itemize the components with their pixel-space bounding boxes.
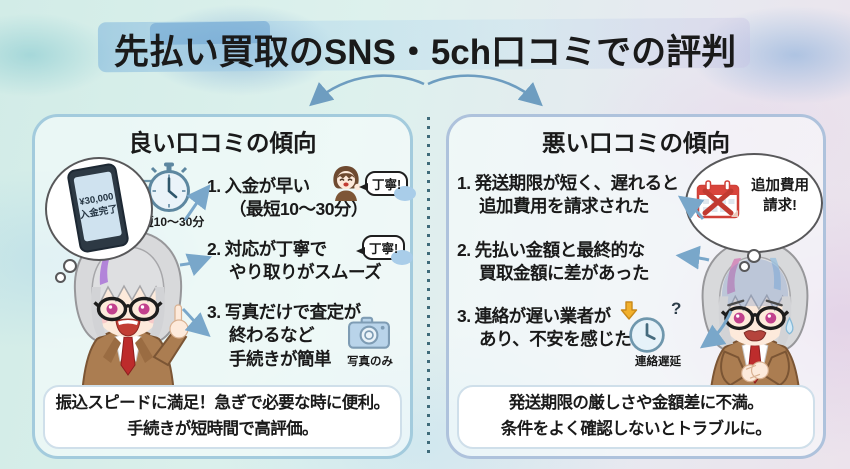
good-summary-line1: 振込スピードに満足！急ぎで必要な時に便利。 <box>55 394 391 413</box>
stopwatch-icon <box>139 162 190 212</box>
thought-dot <box>55 272 66 283</box>
thought-dot <box>739 261 750 272</box>
good-item-3: 3.写真だけで査定が 終わるなど 手続きが簡単 <box>207 301 361 371</box>
arrow-to-right-panel <box>427 74 543 107</box>
polite-badge-2: 丁寧! <box>355 235 414 265</box>
good-reviews-header: 良い口コミの傾向 <box>128 130 317 156</box>
good-item-2: 2.対応が丁寧で やり取りがスムーズ <box>207 238 382 285</box>
camera-icon <box>348 316 390 349</box>
extra-fee-line1: 追加費用 <box>751 178 809 194</box>
delay-clock-icon <box>629 317 665 353</box>
photo-only-caption: 写真のみ <box>347 356 393 368</box>
page-title: 先払い買取のSNS・5ch口コミでの評判 <box>113 33 737 72</box>
bad-item-1-line1: 発送期限が短く、遅れると <box>474 173 680 193</box>
bad-item-2-line1: 先払い金額と最終的な <box>474 240 646 260</box>
good-item-1-line1: 入金が早い <box>224 176 311 196</box>
operator-icon <box>333 166 361 201</box>
good-item-3-num: 3. <box>207 302 221 322</box>
bad-item-3-num: 3. <box>457 306 471 326</box>
phone-thought-bubble: ¥30,000 入金完了 <box>45 157 153 261</box>
bad-item-2: 2.先払い金額と最終的な 買取金額に差があった <box>457 239 650 286</box>
extra-fee-line2: 請求! <box>763 197 797 214</box>
bad-item-1-line2: 追加費用を請求された <box>479 196 649 217</box>
smartphone-icon: ¥30,000 入金完了 <box>66 162 130 254</box>
good-summary-box: 振込スピードに満足！急ぎで必要な時に便利。 手続きが短時間で高評価。 <box>43 385 402 449</box>
dotted-divider <box>427 117 430 455</box>
good-item-3-line1: 写真だけで査定が <box>224 302 362 322</box>
bad-item-2-line2: 買取金額に差があった <box>479 263 650 284</box>
good-reviews-panel: 良い口コミの傾向 ¥30,000 入金完了 最短10～30分 <box>32 114 417 459</box>
good-summary-line2: 手続きが短時間で高評価。 <box>127 420 318 438</box>
bad-item-3-line1: 連絡が遅い業者が <box>474 306 612 326</box>
title-branch-arrows <box>309 74 543 107</box>
good-item-3-line3: 手続きが簡単 <box>229 348 331 369</box>
bad-item-1-num: 1. <box>457 173 471 193</box>
good-item-1-line2: （最短10～30分） <box>229 199 368 220</box>
thought-dot <box>63 259 77 273</box>
bad-item-1: 1.発送期限が短く、遅れると 追加費用を請求された <box>457 172 679 219</box>
arrow-to-left-panel <box>309 74 425 107</box>
down-arrow-icon <box>620 301 638 320</box>
good-item-1-num: 1. <box>207 176 221 196</box>
extra-fee-bubble-text: 追加費用 請求! <box>745 177 815 216</box>
good-item-2-line2: やり取りがスムーズ <box>229 262 382 283</box>
bad-summary-line2: 条件をよく確認しないとトラブルに。 <box>500 420 772 438</box>
good-item-3-line2: 終わるなど <box>229 325 314 346</box>
bad-summary-line1: 発送期限の厳しさや金額差に不満。 <box>508 394 764 413</box>
bad-item-3: 3.連絡が遅い業者が あり、不安を感じた <box>457 305 632 352</box>
bad-summary-box: 発送期限の厳しさや金額差に不満。 条件をよく確認しないとトラブルに。 <box>457 385 815 449</box>
thought-dot <box>747 249 761 263</box>
contact-delay-caption: 連絡遅延 <box>635 356 681 368</box>
polite-badge-1: 丁寧! <box>358 171 417 201</box>
good-item-2-line1: 対応が丁寧で <box>224 239 328 259</box>
bad-item-3-line2: あり、不安を感じた <box>479 329 632 350</box>
calendar-crossed-icon <box>696 180 740 219</box>
good-item-2-num: 2. <box>207 239 221 259</box>
bad-item-2-num: 2. <box>457 240 471 260</box>
question-mark: ? <box>671 299 682 318</box>
bad-reviews-panel: 悪い口コミの傾向 1.発送期限が短く、遅れると 追加費用を請求された 2.先払い… <box>446 114 826 459</box>
bad-reviews-header: 悪い口コミの傾向 <box>542 130 730 156</box>
extra-fee-thought-bubble: 追加費用 請求! <box>685 153 823 253</box>
